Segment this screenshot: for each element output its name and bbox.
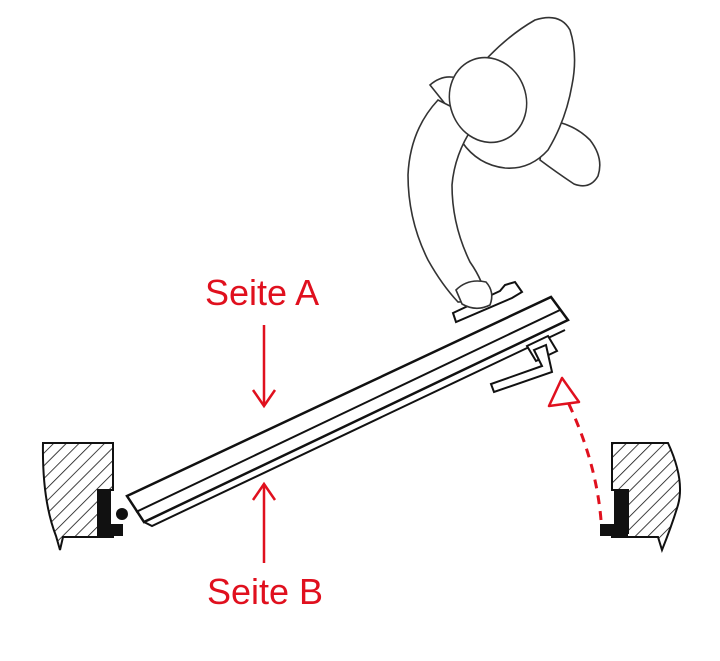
door-leaf: [125, 295, 570, 528]
side-a-annotation: Seite A: [205, 272, 319, 409]
swing-arrow-head: [547, 376, 581, 408]
person-head: [448, 56, 528, 144]
right-frame-base: [600, 524, 628, 536]
door-panel-inner-edge: [135, 309, 561, 513]
left-frame-base: [97, 524, 123, 536]
side-b-label: Seite B: [207, 571, 323, 612]
door-swing-direction-arrow: [547, 376, 603, 521]
person-top-view: [407, 16, 601, 310]
side-b-arrow-head: [251, 481, 277, 501]
swing-arc-dashed: [564, 397, 603, 521]
side-b-annotation: Seite B: [207, 481, 323, 612]
door-rebate-lip: [143, 329, 566, 528]
right-frame-profile: [614, 490, 628, 526]
right-wall-hatched-section: [611, 442, 681, 554]
person-hand: [455, 280, 493, 310]
door-hinge: [116, 508, 128, 520]
handle-side-b-lever: [489, 343, 554, 394]
door-panel: [125, 295, 570, 524]
side-a-arrow-head: [251, 389, 277, 409]
right-wall-jamb: [600, 442, 681, 554]
person-left-arm: [407, 99, 487, 303]
left-wall-jamb: [41, 442, 128, 551]
side-a-label: Seite A: [205, 272, 319, 313]
left-frame-profile: [97, 490, 111, 526]
